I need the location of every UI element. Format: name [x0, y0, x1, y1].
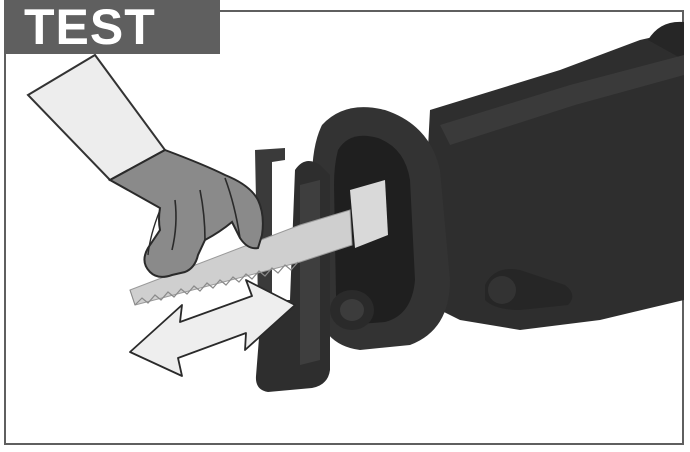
hand-icon — [28, 55, 263, 277]
title-text: TEST — [4, 0, 156, 54]
reciprocating-saw-icon — [255, 22, 684, 392]
title-banner: TEST — [4, 0, 220, 54]
